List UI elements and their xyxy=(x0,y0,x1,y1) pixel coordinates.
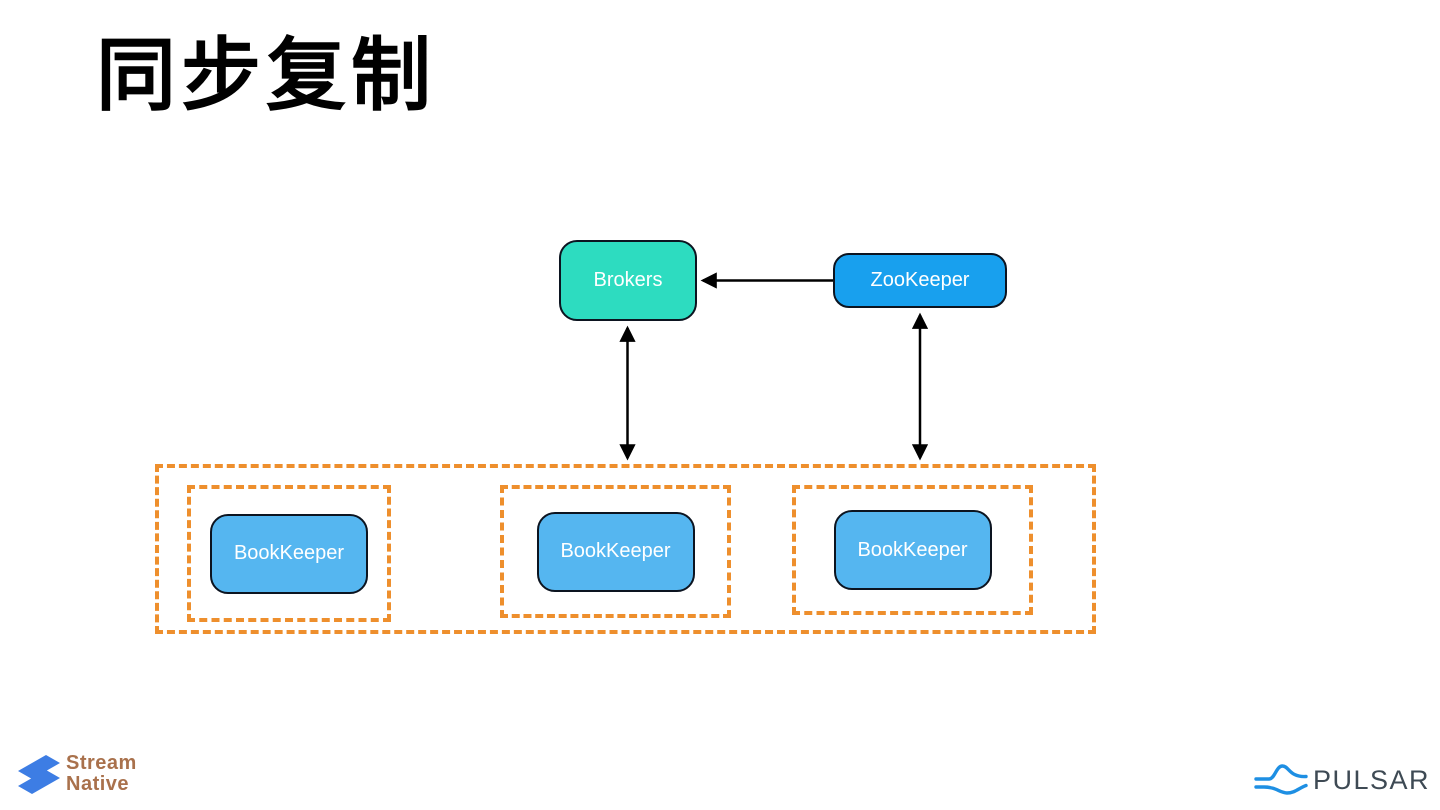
pulsar-icon xyxy=(1254,764,1308,795)
node-brokers-label: Brokers xyxy=(593,269,663,291)
streamnative-wordmark: Stream Native xyxy=(66,753,137,795)
node-bookkeeper-1-label: BookKeeper xyxy=(233,542,345,564)
bookkeeper-cluster: BookKeeper BookKeeper BookKeeper xyxy=(155,464,1096,634)
node-bookkeeper-3-label: BookKeeper xyxy=(857,538,968,561)
node-bookkeeper-1: BookKeeper xyxy=(210,513,368,594)
node-bookkeeper-3: BookKeeper xyxy=(833,510,992,590)
page-title: 同步复制 xyxy=(96,31,436,120)
node-bookkeeper-2: BookKeeper xyxy=(536,511,695,592)
node-brokers: Brokers xyxy=(559,240,697,321)
bookkeeper-cell-2: BookKeeper xyxy=(500,485,731,618)
node-zookeeper: ZooKeeper xyxy=(833,253,1007,308)
node-zookeeper-label: ZooKeeper xyxy=(870,269,970,291)
streamnative-wordmark-line2: Native xyxy=(66,773,130,795)
bookkeeper-cell-3: BookKeeper xyxy=(792,485,1033,615)
node-bookkeeper-2-label: BookKeeper xyxy=(560,540,671,562)
bookkeeper-cell-1: BookKeeper xyxy=(187,485,391,622)
streamnative-wordmark-line1: Stream xyxy=(66,752,137,774)
streamnative-logo: Stream Native xyxy=(16,750,137,798)
pulsar-logo: PULSAR xyxy=(1254,760,1430,800)
streamnative-icon xyxy=(18,755,60,794)
pulsar-wordmark: PULSAR xyxy=(1313,764,1431,795)
